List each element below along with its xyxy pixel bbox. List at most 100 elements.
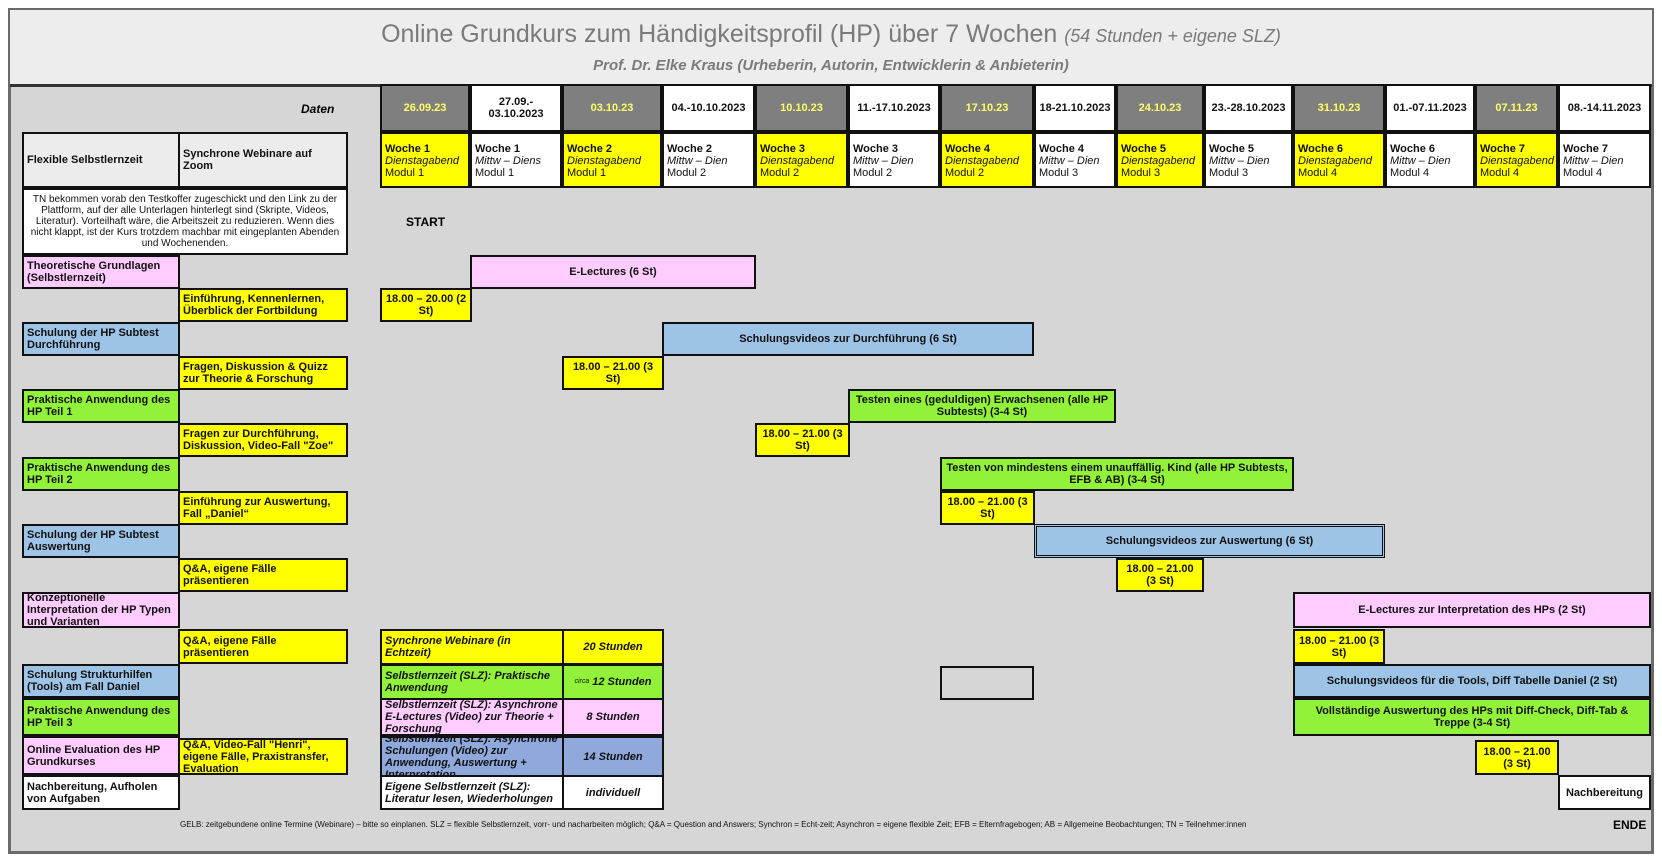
row-praktische-anwendung-3: Praktische Anwendung des HP Teil 3 bbox=[22, 698, 180, 736]
bar-webinar-3: 18.00 – 21.00 (3 St) bbox=[755, 423, 850, 457]
legend-label-sync: Synchrone Webinare (in Echtzeit) bbox=[380, 629, 564, 665]
start-label: START bbox=[406, 215, 446, 229]
legend-value-eigene: individuell bbox=[562, 775, 664, 810]
week-title: Woche 6 bbox=[1390, 143, 1436, 155]
week-title: Woche 6 bbox=[1298, 143, 1344, 155]
bar-testen-erwachsenen: Testen eines (geduldigen) Erwachsenen (a… bbox=[848, 389, 1116, 423]
date-cell: 18-21.10.2023 bbox=[1034, 84, 1116, 132]
bar-schulungsvideos-durchfuehrung: Schulungsvideos zur Durchführung (6 St) bbox=[662, 322, 1034, 356]
row-schulung-strukturhilfen: Schulung Strukturhilfen (Tools) am Fall … bbox=[22, 664, 180, 698]
week-module: Modul 3 bbox=[1209, 167, 1249, 179]
week-module: Modul 2 bbox=[945, 167, 985, 179]
week-subtitle: Dienstagabend bbox=[945, 155, 1020, 167]
date-cell: 23.-28.10.2023 bbox=[1204, 84, 1293, 132]
bar-nachbereitung: Nachbereitung bbox=[1558, 775, 1651, 810]
legend-value-schulungen: 14 Stunden bbox=[562, 736, 664, 777]
ende-label: ENDE bbox=[1613, 818, 1647, 832]
week-subtitle: Dienstagabend bbox=[1480, 155, 1555, 167]
week-subtitle: Dienstagabend bbox=[760, 155, 835, 167]
bar-testen-kind: Testen von mindestens einem unauffällig.… bbox=[940, 457, 1294, 491]
bar-webinar-2: 18.00 – 21.00 (3 St) bbox=[562, 356, 664, 390]
week-title: Woche 1 bbox=[475, 143, 521, 155]
week-title: Woche 4 bbox=[1039, 143, 1085, 155]
week-title: Woche 7 bbox=[1563, 143, 1609, 155]
row-schulung-auswertung: Schulung der HP Subtest Auswertung bbox=[22, 524, 180, 558]
date-cell: 10.10.23 bbox=[755, 84, 848, 132]
sync-fragen-theorie: Fragen, Diskussion & Quizz zur Theorie &… bbox=[178, 356, 348, 390]
legend-value-praktisch-text: 12 Stunden bbox=[592, 676, 652, 688]
legend-label-eigene: Eigene Selbstlernzeit (SLZ): Literatur l… bbox=[380, 775, 564, 810]
sync-einfuehrung-auswertung: Einführung zur Auswertung, Fall „Daniel“ bbox=[178, 491, 348, 525]
legend-prefix-circa: circa bbox=[574, 678, 590, 685]
legend-label-electures: Selbstlernzeit (SLZ): Asynchrone E-Lectu… bbox=[380, 698, 564, 736]
bar-webinar-1: 18.00 – 20.00 (2 St) bbox=[380, 288, 472, 322]
bar-vollstaendige-auswertung: Vollständige Auswertung des HPs mit Diff… bbox=[1293, 698, 1651, 736]
row-konzeptionelle-interpretation: Konzeptionelle Interpretation der HP Typ… bbox=[22, 592, 180, 628]
week-title: Woche 7 bbox=[1480, 143, 1526, 155]
week-title: Woche 2 bbox=[667, 143, 713, 155]
week-module: Modul 1 bbox=[475, 167, 515, 179]
week-subtitle: Mittw – Dien bbox=[1390, 155, 1451, 167]
week-module: Modul 3 bbox=[1121, 167, 1161, 179]
row-praktische-anwendung-1: Praktische Anwendung des HP Teil 1 bbox=[22, 389, 180, 423]
date-cell: 24.10.23 bbox=[1116, 84, 1204, 132]
empty-cell bbox=[940, 666, 1034, 700]
row-online-evaluation: Online Evaluation des HP Grundkurses bbox=[22, 736, 180, 775]
date-cell: 26.09.23 bbox=[380, 84, 470, 132]
legend-value-sync: 20 Stunden bbox=[562, 629, 664, 665]
sync-qa-2: Q&A, eigene Fälle präsentieren bbox=[178, 629, 348, 664]
date-cell: 31.10.23 bbox=[1293, 84, 1385, 132]
week-subtitle: Mittw – Dien bbox=[667, 155, 728, 167]
week-title: Woche 3 bbox=[853, 143, 899, 155]
week-subtitle: Mittw – Dien bbox=[1563, 155, 1624, 167]
date-cell: 04.-10.10.2023 bbox=[662, 84, 755, 132]
sync-fragen-durchfuehrung: Fragen zur Durchführung, Diskussion, Vid… bbox=[178, 423, 348, 457]
week-subtitle: Dienstagabend bbox=[567, 155, 642, 167]
week-subtitle: Dienstagabend bbox=[385, 155, 460, 167]
legend-label-praktisch: Selbstlernzeit (SLZ): Praktische Anwendu… bbox=[380, 664, 564, 700]
week-module: Modul 4 bbox=[1390, 167, 1430, 179]
daten-label: Daten bbox=[301, 102, 335, 116]
week-title: Woche 2 bbox=[567, 143, 613, 155]
week-module: Modul 4 bbox=[1298, 167, 1338, 179]
week-module: Modul 1 bbox=[385, 167, 425, 179]
week-title: Woche 3 bbox=[760, 143, 806, 155]
date-cell: 08.-14.11.2023 bbox=[1558, 84, 1651, 132]
row-theoretische-grundlagen: Theoretische Grundlagen (Selbstlernzeit) bbox=[22, 255, 180, 289]
title-main: Online Grundkurs zum Händigkeitsprofil (… bbox=[381, 20, 1058, 48]
week-subtitle: Dienstagabend bbox=[1121, 155, 1196, 167]
week-title: Woche 5 bbox=[1121, 143, 1167, 155]
week-module: Modul 4 bbox=[1480, 167, 1520, 179]
bar-webinar-7: 18.00 – 21.00 (3 St) bbox=[1475, 740, 1559, 775]
bar-webinar-6: 18.00 – 21.00 (3 St) bbox=[1293, 629, 1385, 664]
footer-note: GELB: zeitgebundene online Termine (Webi… bbox=[180, 820, 1247, 829]
week-subtitle: Mittw – Dien bbox=[853, 155, 914, 167]
week-title: Woche 4 bbox=[945, 143, 991, 155]
week-title: Woche 5 bbox=[1209, 143, 1255, 155]
bar-schulungsvideos-auswertung: Schulungsvideos zur Auswertung (6 St) bbox=[1034, 524, 1385, 558]
col-header-selbstlernzeit: Flexible Selbstlernzeit bbox=[22, 132, 180, 188]
date-cell: 27.09.- 03.10.2023 bbox=[470, 84, 562, 132]
date-cell: 03.10.23 bbox=[562, 84, 662, 132]
bar-e-lectures: E-Lectures (6 St) bbox=[470, 255, 756, 289]
date-cell: 07.11.23 bbox=[1475, 84, 1558, 132]
week-module: Modul 2 bbox=[853, 167, 893, 179]
week-module: Modul 4 bbox=[1563, 167, 1603, 179]
week-subtitle: Dienstagabend bbox=[1298, 155, 1373, 167]
header: Online Grundkurs zum Händigkeitsprofil (… bbox=[10, 10, 1652, 87]
row-schulung-durchfuehrung: Schulung der HP Subtest Durchführung bbox=[22, 322, 180, 356]
page-subtitle: Prof. Dr. Elke Kraus (Urheberin, Autorin… bbox=[593, 57, 1069, 74]
week-subtitle: Mittw – Dien bbox=[1209, 155, 1270, 167]
week-subtitle: Mittw – Dien bbox=[1039, 155, 1100, 167]
week-module: Modul 1 bbox=[567, 167, 607, 179]
